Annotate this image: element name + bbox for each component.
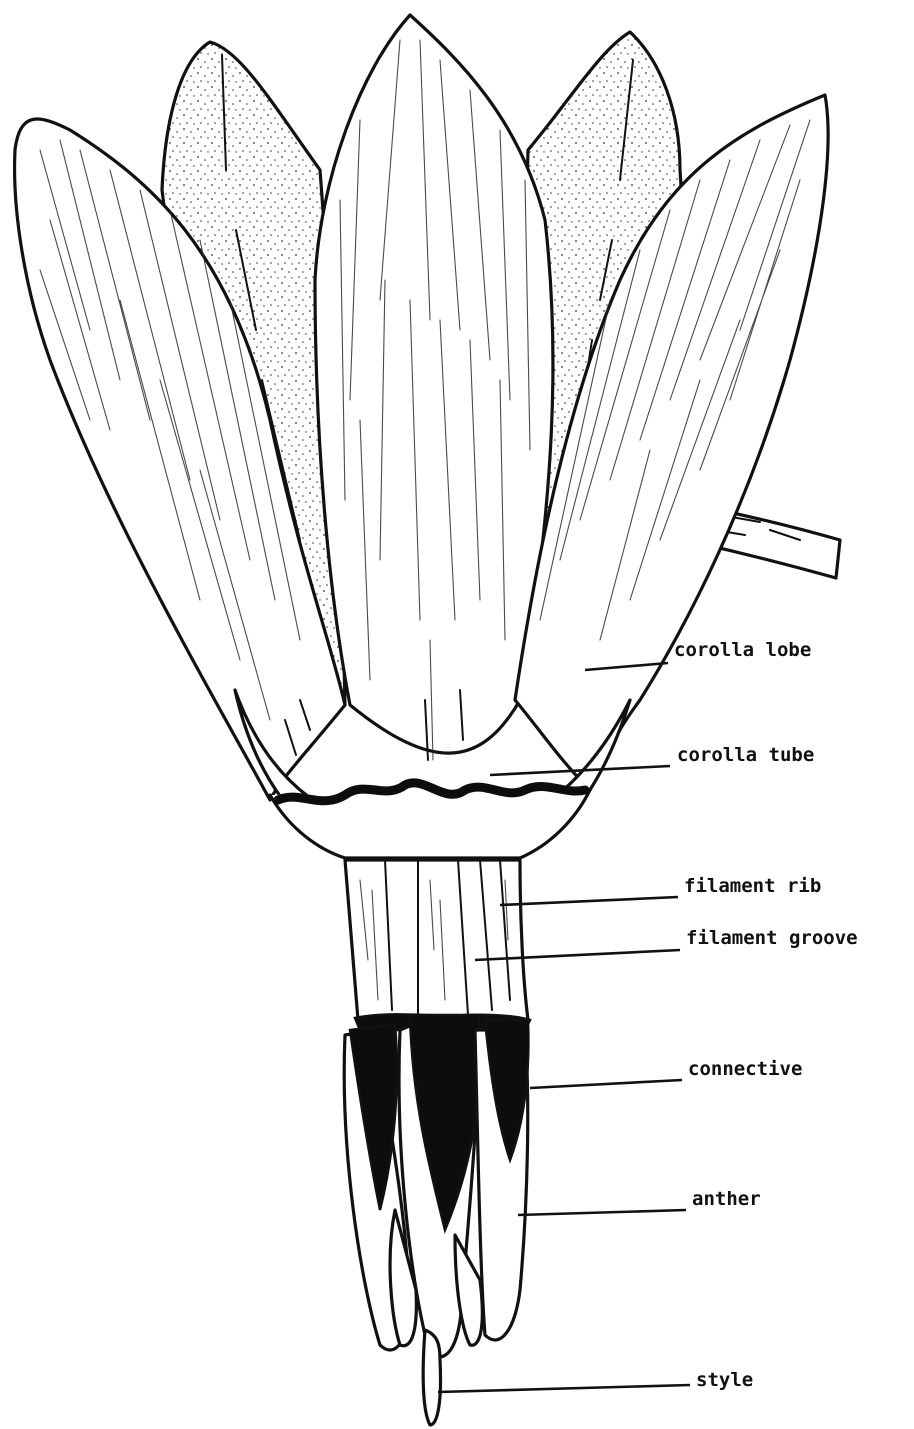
- labels: corolla lobe corolla tube filament rib f…: [674, 639, 858, 1391]
- label-corolla-lobe: corolla lobe: [674, 639, 811, 661]
- anthers: [344, 1015, 528, 1357]
- filament-tube: [345, 860, 530, 1030]
- style: [423, 1330, 440, 1425]
- label-anther: anther: [692, 1188, 761, 1210]
- label-filament-rib: filament rib: [684, 875, 821, 897]
- label-style: style: [696, 1369, 753, 1391]
- label-corolla-tube: corolla tube: [677, 744, 814, 766]
- leader-filament-rib: [500, 897, 678, 905]
- leader-style: [438, 1385, 690, 1392]
- label-filament-groove: filament groove: [686, 927, 858, 949]
- leader-connective: [530, 1080, 682, 1088]
- lobe-center: [315, 15, 553, 760]
- label-connective: connective: [688, 1058, 802, 1080]
- leader-anther: [518, 1210, 686, 1215]
